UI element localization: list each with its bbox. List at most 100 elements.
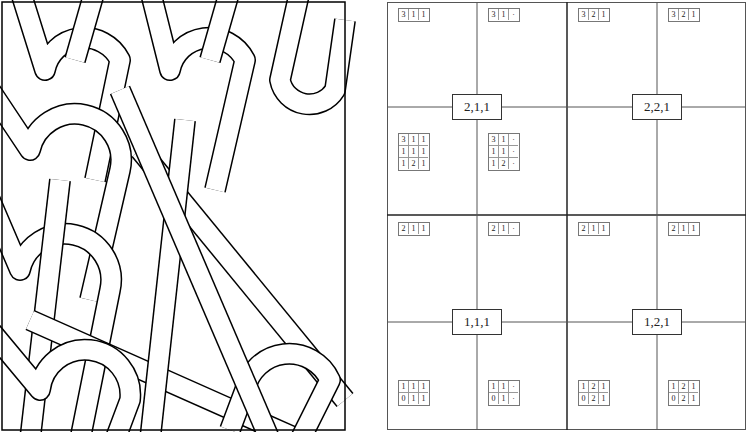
table-cell: 1 — [399, 158, 409, 169]
table-cell: 1 — [419, 9, 428, 20]
table-cell: 2 — [589, 9, 599, 20]
table-cell: 2 — [679, 381, 689, 393]
table-cell: 1 — [419, 381, 428, 393]
table-cell: 1 — [409, 9, 419, 20]
table-cell: 1 — [589, 223, 599, 234]
label-box: 2,2,1 — [632, 94, 682, 120]
illustration-frame — [2, 2, 345, 430]
table-cell: 2 — [679, 9, 689, 20]
table-cell: 1 — [409, 223, 419, 234]
table-cell: 1 — [499, 381, 509, 393]
table-cell: 3 — [579, 9, 589, 20]
table-cell: 0 — [669, 393, 679, 404]
mini-table: 211 — [578, 222, 610, 236]
label-box: 1,1,1 — [452, 309, 502, 335]
table-cell: 1 — [419, 146, 428, 158]
table-cell: 1 — [419, 223, 428, 234]
mini-table: 121021 — [578, 380, 610, 406]
table-cell: 3 — [489, 9, 499, 20]
table-cell: 1 — [499, 393, 509, 404]
mini-table: 11·01· — [488, 380, 520, 406]
box-label: 1,2,1 — [644, 314, 670, 330]
mini-table: 311 — [398, 8, 430, 22]
band-stroke — [0, 330, 130, 432]
band-stroke — [150, 0, 245, 190]
band-stroke — [120, 90, 270, 432]
table-cell: 1 — [419, 393, 428, 404]
table-cell: 3 — [399, 9, 409, 20]
table-cell: · — [509, 9, 518, 20]
band-stroke — [120, 90, 270, 432]
table-cell: 1 — [409, 146, 419, 158]
table-cell: 1 — [599, 393, 608, 404]
table-cell: 1 — [419, 158, 428, 169]
box-label: 2,2,1 — [644, 99, 670, 115]
knot-bands — [0, 0, 345, 432]
table-cell: 1 — [499, 134, 509, 146]
table-cell: 2 — [669, 223, 679, 234]
table-cell: 1 — [499, 223, 509, 234]
table-cell: 1 — [409, 381, 419, 393]
table-cell: · — [509, 223, 518, 234]
table-cell: 1 — [409, 393, 419, 404]
table-cell: · — [509, 158, 518, 169]
table-cell: 1 — [679, 223, 689, 234]
label-box: 1,2,1 — [632, 309, 682, 335]
table-cell: 2 — [409, 158, 419, 169]
band-stroke — [280, 0, 345, 104]
mini-table: 111011 — [398, 380, 430, 406]
table-cell: 1 — [409, 134, 419, 146]
grid-lines — [387, 2, 746, 430]
band-stroke — [75, 0, 95, 60]
table-cell: 2 — [589, 381, 599, 393]
band-stroke — [0, 330, 130, 432]
table-cell: 1 — [399, 146, 409, 158]
table-cell: 3 — [399, 134, 409, 146]
table-cell: 1 — [689, 223, 698, 234]
box-label: 1,1,1 — [464, 314, 490, 330]
table-cell: 1 — [579, 381, 589, 393]
table-cell: 1 — [599, 223, 608, 234]
box-label: 2,1,1 — [464, 99, 490, 115]
mini-table: 211 — [668, 222, 700, 236]
label-box: 2,1,1 — [452, 94, 502, 120]
table-cell: 1 — [489, 146, 499, 158]
table-cell: · — [509, 146, 518, 158]
table-cell: 1 — [689, 9, 698, 20]
table-cell: 1 — [689, 381, 698, 393]
mini-table: 31· — [488, 8, 520, 22]
band-stroke — [210, 0, 230, 60]
table-cell: 0 — [399, 393, 409, 404]
table-cell: 1 — [599, 381, 608, 393]
table-cell: 1 — [689, 393, 698, 404]
band-stroke — [150, 0, 245, 190]
table-cell: 1 — [669, 381, 679, 393]
table-cell: 1 — [419, 134, 428, 146]
table-cell: 2 — [589, 393, 599, 404]
band-stroke — [75, 0, 95, 60]
table-cell: 2 — [489, 223, 499, 234]
table-cell: 3 — [669, 9, 679, 20]
table-cell: 1 — [489, 381, 499, 393]
mini-table: 31·11·12· — [488, 133, 520, 171]
table-cell: 1 — [499, 9, 509, 20]
band-stroke — [210, 0, 230, 60]
table-cell: · — [509, 393, 518, 404]
table-cell: 2 — [399, 223, 409, 234]
mini-table: 311111121 — [398, 133, 430, 171]
table-cell: · — [509, 381, 518, 393]
band-stroke — [280, 0, 345, 104]
table-cell: 1 — [399, 381, 409, 393]
table-cell: 2 — [579, 223, 589, 234]
table-cell: 0 — [579, 393, 589, 404]
table-cell: 3 — [489, 134, 499, 146]
table-cell: · — [509, 134, 518, 146]
mini-table: 211 — [398, 222, 430, 236]
table-cell: 0 — [489, 393, 499, 404]
table-cell: 2 — [679, 393, 689, 404]
table-cell: 1 — [499, 146, 509, 158]
table-cell: 2 — [499, 158, 509, 169]
mini-table: 321 — [578, 8, 610, 22]
mini-table: 321 — [668, 8, 700, 22]
